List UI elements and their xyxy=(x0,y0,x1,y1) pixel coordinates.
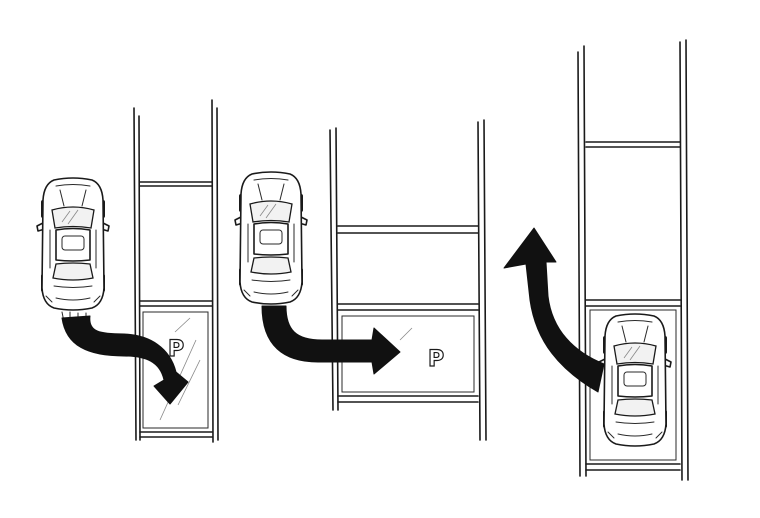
scene-3 xyxy=(503,39,689,481)
arrow-back-out-icon xyxy=(503,227,605,393)
parking-lines-2 xyxy=(329,119,487,441)
parking-p-label-2: P xyxy=(428,347,444,372)
car-2 xyxy=(234,171,308,305)
parking-lines-3 xyxy=(577,39,689,481)
arrow-forward-in-icon xyxy=(261,305,401,375)
arrow-right-turn-icon xyxy=(61,315,189,405)
scene-1: P xyxy=(36,99,219,443)
scene-2: P xyxy=(234,119,487,441)
car-3 xyxy=(598,313,672,447)
car-1 xyxy=(36,177,110,311)
parking-p-label-1: P xyxy=(168,337,184,362)
